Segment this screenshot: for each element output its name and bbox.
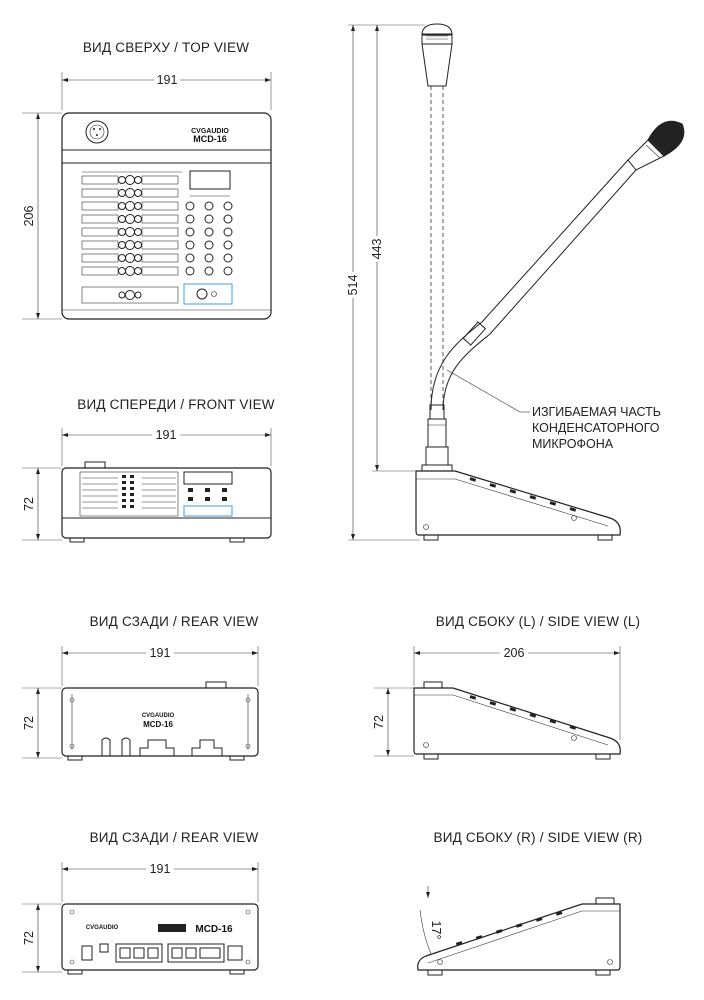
rear2-height-label: 72 xyxy=(22,931,36,945)
side-r-device xyxy=(417,897,621,976)
rear-view-1-title: ВИД СЗАДИ / REAR VIEW xyxy=(90,614,259,629)
annotation-line-3: МИКРОФОНА xyxy=(532,437,614,451)
mic-collar xyxy=(421,404,453,472)
side-r-angle-label: 17° xyxy=(429,921,443,940)
annotation-line-2: КОНДЕНСАТОРНОГО xyxy=(532,421,660,435)
front-view-title: ВИД СПЕРЕДИ / FRONT VIEW xyxy=(77,397,275,412)
top-keypad xyxy=(185,201,233,276)
flexible-part-annotation: ИЗГИБАЕМАЯ ЧАСТЬ КОНДЕНСАТОРНОГО МИКРОФО… xyxy=(446,369,661,451)
side-body-with-mic xyxy=(415,470,621,541)
front-height-label: 72 xyxy=(22,497,36,511)
front-view-height-dim: 72 xyxy=(22,467,62,541)
rear-view-2-device: CVGAUDIO MCD-16 xyxy=(61,903,259,975)
mic-height-label: 443 xyxy=(370,239,384,260)
side-l-depth-label: 206 xyxy=(504,646,525,660)
top-view-depth-dim: 206 xyxy=(22,112,62,320)
side-l-depth-dim: 206 xyxy=(413,646,621,740)
annotation-line-1: ИЗГИБАЕМАЯ ЧАСТЬ xyxy=(532,405,661,419)
top-blue-panel xyxy=(183,283,233,305)
rear2-model-label: MCD-16 xyxy=(195,924,233,935)
rear-view-1-device: CVGAUDIO MCD-16 xyxy=(61,681,259,761)
top-brand-label: CVGAUDIO xyxy=(191,128,229,135)
rear2-height-dim: 72 xyxy=(22,903,62,973)
top-depth-label: 206 xyxy=(22,206,36,227)
side-l-title: ВИД СБОКУ (L) / SIDE VIEW (L) xyxy=(436,614,640,629)
total-height-dim: 514 xyxy=(345,24,425,541)
front-width-label: 191 xyxy=(156,428,177,442)
top-model-label: MCD-16 xyxy=(193,134,227,144)
top-view-device: CVGAUDIO MCD-16 xyxy=(61,112,272,320)
bent-microphone xyxy=(430,120,685,411)
rear1-model-label: MCD-16 xyxy=(143,720,173,729)
rear2-width-label: 191 xyxy=(150,862,171,876)
lcd-display xyxy=(189,170,231,190)
side-l-height-label: 72 xyxy=(372,715,386,729)
rear1-width-label: 191 xyxy=(150,646,171,660)
top-button-rows xyxy=(81,175,179,276)
top-view-title: ВИД СВЕРХУ / TOP VIEW xyxy=(83,40,249,55)
side-l-height-dim: 72 xyxy=(372,687,414,757)
side-r-title: ВИД СБОКУ (R) / SIDE VIEW (R) xyxy=(434,830,643,845)
top-view-width-dim: 191 xyxy=(61,72,272,110)
rear1-height-dim: 72 xyxy=(22,687,62,759)
rear2-brand-label: CVGAUDIO xyxy=(86,925,119,931)
front-view-width-dim: 191 xyxy=(61,428,272,466)
rear2-width-dim: 191 xyxy=(61,862,259,902)
front-view-device xyxy=(61,461,272,543)
rear1-width-dim: 191 xyxy=(61,646,259,686)
mic-height-dim: 443 xyxy=(369,25,415,472)
xlr-connector-icon xyxy=(85,120,109,144)
mic-vertical-dashed xyxy=(421,23,453,410)
rear1-height-label: 72 xyxy=(22,716,36,730)
side-l-device xyxy=(413,681,621,760)
power-switch xyxy=(81,945,93,961)
rear1-brand-label: CVGAUDIO xyxy=(142,713,175,719)
total-height-label: 514 xyxy=(346,275,360,296)
top-width-label: 191 xyxy=(157,73,178,87)
rear-view-2-title: ВИД СЗАДИ / REAR VIEW xyxy=(90,830,259,845)
